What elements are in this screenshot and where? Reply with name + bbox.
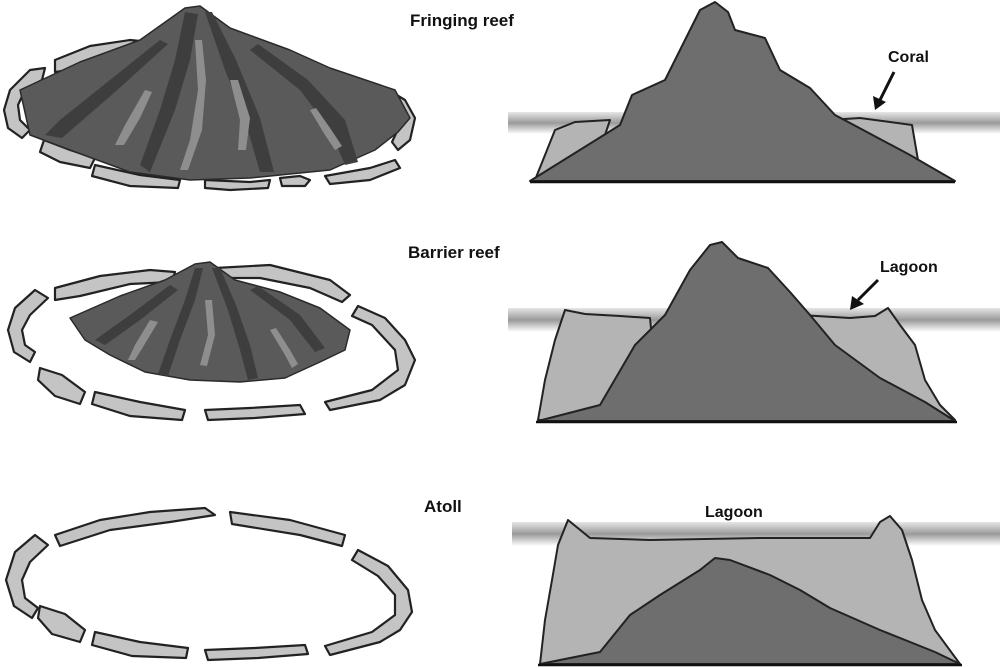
atoll-plan-view	[4, 506, 414, 662]
reef-segment	[203, 403, 307, 422]
volcanic-island-profile	[529, 1, 956, 182]
volcano-ridge	[250, 44, 358, 165]
reef-segment	[4, 533, 50, 620]
volcano-ridge	[140, 12, 198, 172]
reef-segment	[90, 390, 187, 422]
volcano-ridge	[180, 40, 206, 170]
reef-segment	[90, 630, 190, 660]
reef-segment	[36, 366, 87, 406]
reef-segment	[203, 178, 272, 192]
reef-segment	[323, 548, 414, 657]
reef-segment	[278, 174, 312, 188]
barrier-reef-cross-section: Lagoon	[508, 241, 1000, 424]
barrier-reef-title: Barrier reef	[408, 243, 500, 262]
reef-segment	[323, 158, 402, 186]
reef-segment	[323, 304, 417, 412]
reef-segment	[53, 506, 217, 548]
volcano-ridge	[200, 300, 215, 366]
atoll-cross-section: Lagoon	[512, 504, 1000, 667]
atoll-lagoon-label: Lagoon	[705, 504, 763, 521]
reef-segment	[2, 66, 47, 140]
volcanic-island-profile	[537, 241, 956, 422]
volcano-ridge	[95, 285, 178, 345]
fringing-reef-cross-section: Coral	[508, 1, 1000, 184]
coral-arrow	[878, 71, 896, 101]
barrier-reef-plan-view	[6, 261, 417, 422]
reef-segment	[6, 288, 50, 364]
reef-segment	[90, 163, 182, 190]
lagoon-arrow-head	[850, 296, 864, 310]
volcano-ridge	[128, 320, 158, 360]
volcano-ridge	[45, 40, 168, 138]
volcanic-island	[19, 5, 411, 181]
volcano-ridge	[310, 108, 342, 150]
volcano-ridge	[230, 80, 250, 150]
volcano-ridge	[158, 268, 203, 376]
reef-segment	[228, 510, 347, 548]
volcano-ridge	[250, 286, 325, 352]
submerged-volcano-profile	[539, 557, 961, 665]
volcano-ridge	[115, 90, 152, 145]
coral-arrow-head	[873, 96, 886, 110]
reef-segment	[36, 604, 87, 644]
volcano-ridge	[270, 328, 298, 368]
reef-segment	[203, 643, 310, 662]
lagoon-arrow	[856, 278, 880, 302]
fringing-reef-title: Fringing reef	[410, 11, 514, 30]
fringing-reef-plan-view	[2, 5, 417, 192]
atoll-title: Atoll	[424, 497, 462, 516]
lagoon-label: Lagoon	[880, 259, 938, 276]
coral-label: Coral	[888, 49, 929, 66]
volcano-ridge	[212, 268, 258, 380]
